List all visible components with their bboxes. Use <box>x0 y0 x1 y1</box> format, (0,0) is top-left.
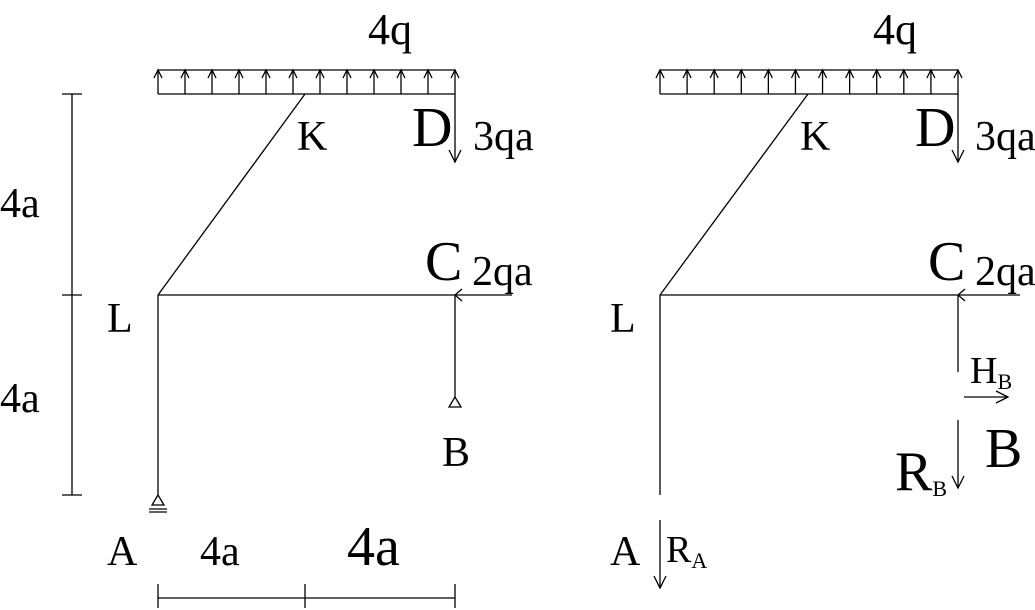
left-force-d-head <box>448 149 462 164</box>
load-arrow-head <box>180 68 190 79</box>
load-arrow-head <box>153 68 163 79</box>
left-dim-lower-label: 4a <box>0 376 40 422</box>
left-label-l: L <box>107 296 133 342</box>
left-member-kl <box>157 93 306 296</box>
load-arrow-head <box>682 68 692 79</box>
left-support-b <box>447 395 463 408</box>
right-force-c-head <box>957 288 966 302</box>
load-arrow-head <box>369 68 379 79</box>
right-reaction-ra-label: RA <box>666 529 707 573</box>
right-reaction-rb-head <box>951 475 965 490</box>
right-label-l: L <box>610 296 636 342</box>
load-arrow-head <box>763 68 773 79</box>
left-frame: 4q K D 3qa C 2qa L B <box>0 5 534 608</box>
left-label-d: D <box>412 97 452 159</box>
right-label-b: B <box>985 418 1022 480</box>
load-arrow-head <box>926 68 936 79</box>
load-arrow-head <box>736 68 746 79</box>
right-reaction-ra-head <box>653 575 667 590</box>
left-load-label: 4q <box>368 5 412 54</box>
right-member-kl <box>659 93 809 296</box>
right-reaction-rb-label: RB <box>895 441 947 503</box>
left-force-d-label: 3qa <box>473 114 534 160</box>
right-label-k: K <box>800 114 830 160</box>
load-arrow-head <box>342 68 352 79</box>
load-arrow-head <box>790 68 801 79</box>
load-arrow-head <box>288 68 298 79</box>
right-label-a: A <box>610 529 641 575</box>
left-label-b: B <box>442 430 470 476</box>
load-arrow-head <box>817 68 828 79</box>
left-support-a <box>149 493 167 513</box>
right-reaction-hb-label: HB <box>970 350 1012 394</box>
load-arrow-head <box>315 68 325 79</box>
left-dim-width-right-label: 4a <box>347 516 400 578</box>
left-label-a: A <box>107 529 138 575</box>
right-force-c-label: 2qa <box>975 249 1035 295</box>
right-label-d: D <box>915 97 955 159</box>
load-arrow-head <box>234 68 244 79</box>
load-arrow-head <box>207 68 217 79</box>
left-load-arrows <box>153 68 460 94</box>
right-force-d-head <box>951 149 965 164</box>
left-dim-width-left-label: 4a <box>200 529 240 575</box>
right-load-label: 4q <box>873 5 917 54</box>
left-force-c-label: 2qa <box>472 249 533 295</box>
load-arrow-head <box>423 68 433 79</box>
right-frame: 4q K D 3qa C 2qa L B A HB RB RA <box>610 5 1035 590</box>
right-load-arrows <box>655 68 963 94</box>
right-label-c: C <box>928 231 965 293</box>
load-arrow-head <box>396 68 406 79</box>
load-arrow-head <box>872 68 882 79</box>
load-arrow-head <box>845 68 855 79</box>
left-label-c: C <box>425 231 462 293</box>
load-arrow-head <box>953 68 963 79</box>
load-arrow-head <box>899 68 909 79</box>
right-reaction-hb-head <box>995 390 1010 404</box>
right-force-d-label: 3qa <box>975 114 1035 160</box>
load-arrow-head <box>655 68 665 79</box>
left-label-k: K <box>297 114 327 160</box>
left-force-c-head <box>454 288 463 302</box>
load-arrow-head <box>709 68 719 79</box>
load-arrow-head <box>261 68 271 79</box>
load-arrow-head <box>450 68 460 79</box>
left-dim-upper-label: 4a <box>0 181 40 227</box>
